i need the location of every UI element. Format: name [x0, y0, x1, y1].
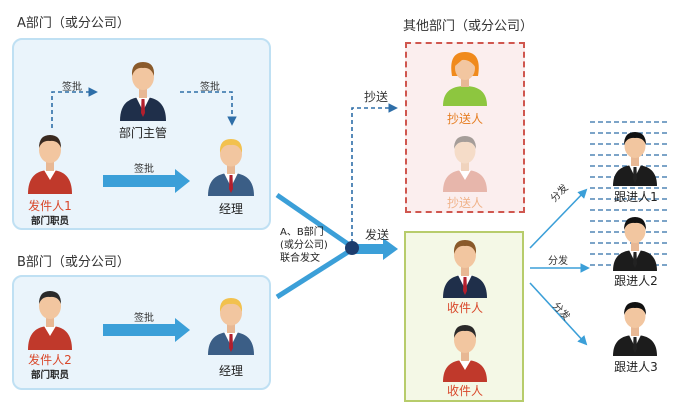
joint-node	[345, 241, 359, 255]
cc-send-label: 抄送	[364, 90, 389, 104]
follower2-person-icon	[613, 217, 657, 271]
dept-a-title: A部门（或分公司）	[17, 16, 130, 31]
sender2-label: 发件人2	[28, 353, 72, 367]
sender1-role-label: 部门职员	[30, 216, 69, 227]
supervisor-person-icon	[120, 62, 166, 121]
manager-a-person-icon	[208, 139, 254, 196]
send-label: 发送	[365, 228, 390, 242]
joint-issue-line-1: A、B部门	[280, 227, 324, 238]
approve-down-line	[180, 91, 237, 126]
follower1-label: 跟进人1	[614, 190, 658, 204]
joint-issue-line-3: 联合发文	[280, 253, 320, 264]
approve-b-arrow	[103, 318, 190, 342]
sender2-person-icon	[28, 291, 72, 350]
follower3-person-icon	[613, 302, 657, 356]
sender2-role-label: 部门职员	[30, 370, 69, 381]
merge-line-a	[275, 192, 350, 247]
cc1-label: 抄送人	[446, 112, 483, 126]
approve-up-label: 签批	[62, 82, 82, 93]
receiver1-person-icon	[443, 240, 487, 298]
distribute-line-1	[529, 188, 588, 249]
follower1-person-icon	[613, 132, 657, 186]
joint-issue-label: A、B部门 (或分公司) 联合发文	[280, 226, 328, 265]
supervisor-label: 部门主管	[118, 126, 167, 140]
other-dept-title: 其他部门（或分公司）	[403, 19, 534, 34]
cc1-person-icon	[443, 52, 487, 106]
joint-issue-line-2: (或分公司)	[280, 240, 328, 251]
manager-a-label: 经理	[218, 202, 243, 216]
approve-down-label: 签批	[200, 82, 220, 93]
sender1-label: 发件人1	[28, 199, 72, 213]
manager-b-person-icon	[208, 298, 254, 355]
manager-b-label: 经理	[218, 364, 243, 378]
sender1-person-icon	[28, 135, 72, 194]
follower2-label: 跟进人2	[614, 274, 658, 288]
receiver2-label: 收件人	[446, 384, 483, 398]
approve-a-label: 签批	[134, 164, 154, 175]
cc-line	[351, 103, 398, 243]
approve-b-label: 签批	[134, 313, 154, 324]
distribute-line-3	[529, 282, 588, 346]
cc2-label: 抄送人	[446, 196, 483, 210]
cc2-person-icon	[443, 136, 487, 192]
receiver2-person-icon	[443, 325, 487, 382]
follower3-label: 跟进人3	[614, 360, 658, 374]
distribute2-label: 分发	[548, 256, 568, 267]
receiver1-label: 收件人	[446, 301, 483, 315]
approve-a-arrow	[103, 169, 190, 193]
dept-b-title: B部门（或分公司）	[17, 255, 130, 270]
approve-up-line	[51, 87, 98, 128]
send-arrow	[356, 238, 398, 260]
merge-line-b	[275, 249, 350, 300]
